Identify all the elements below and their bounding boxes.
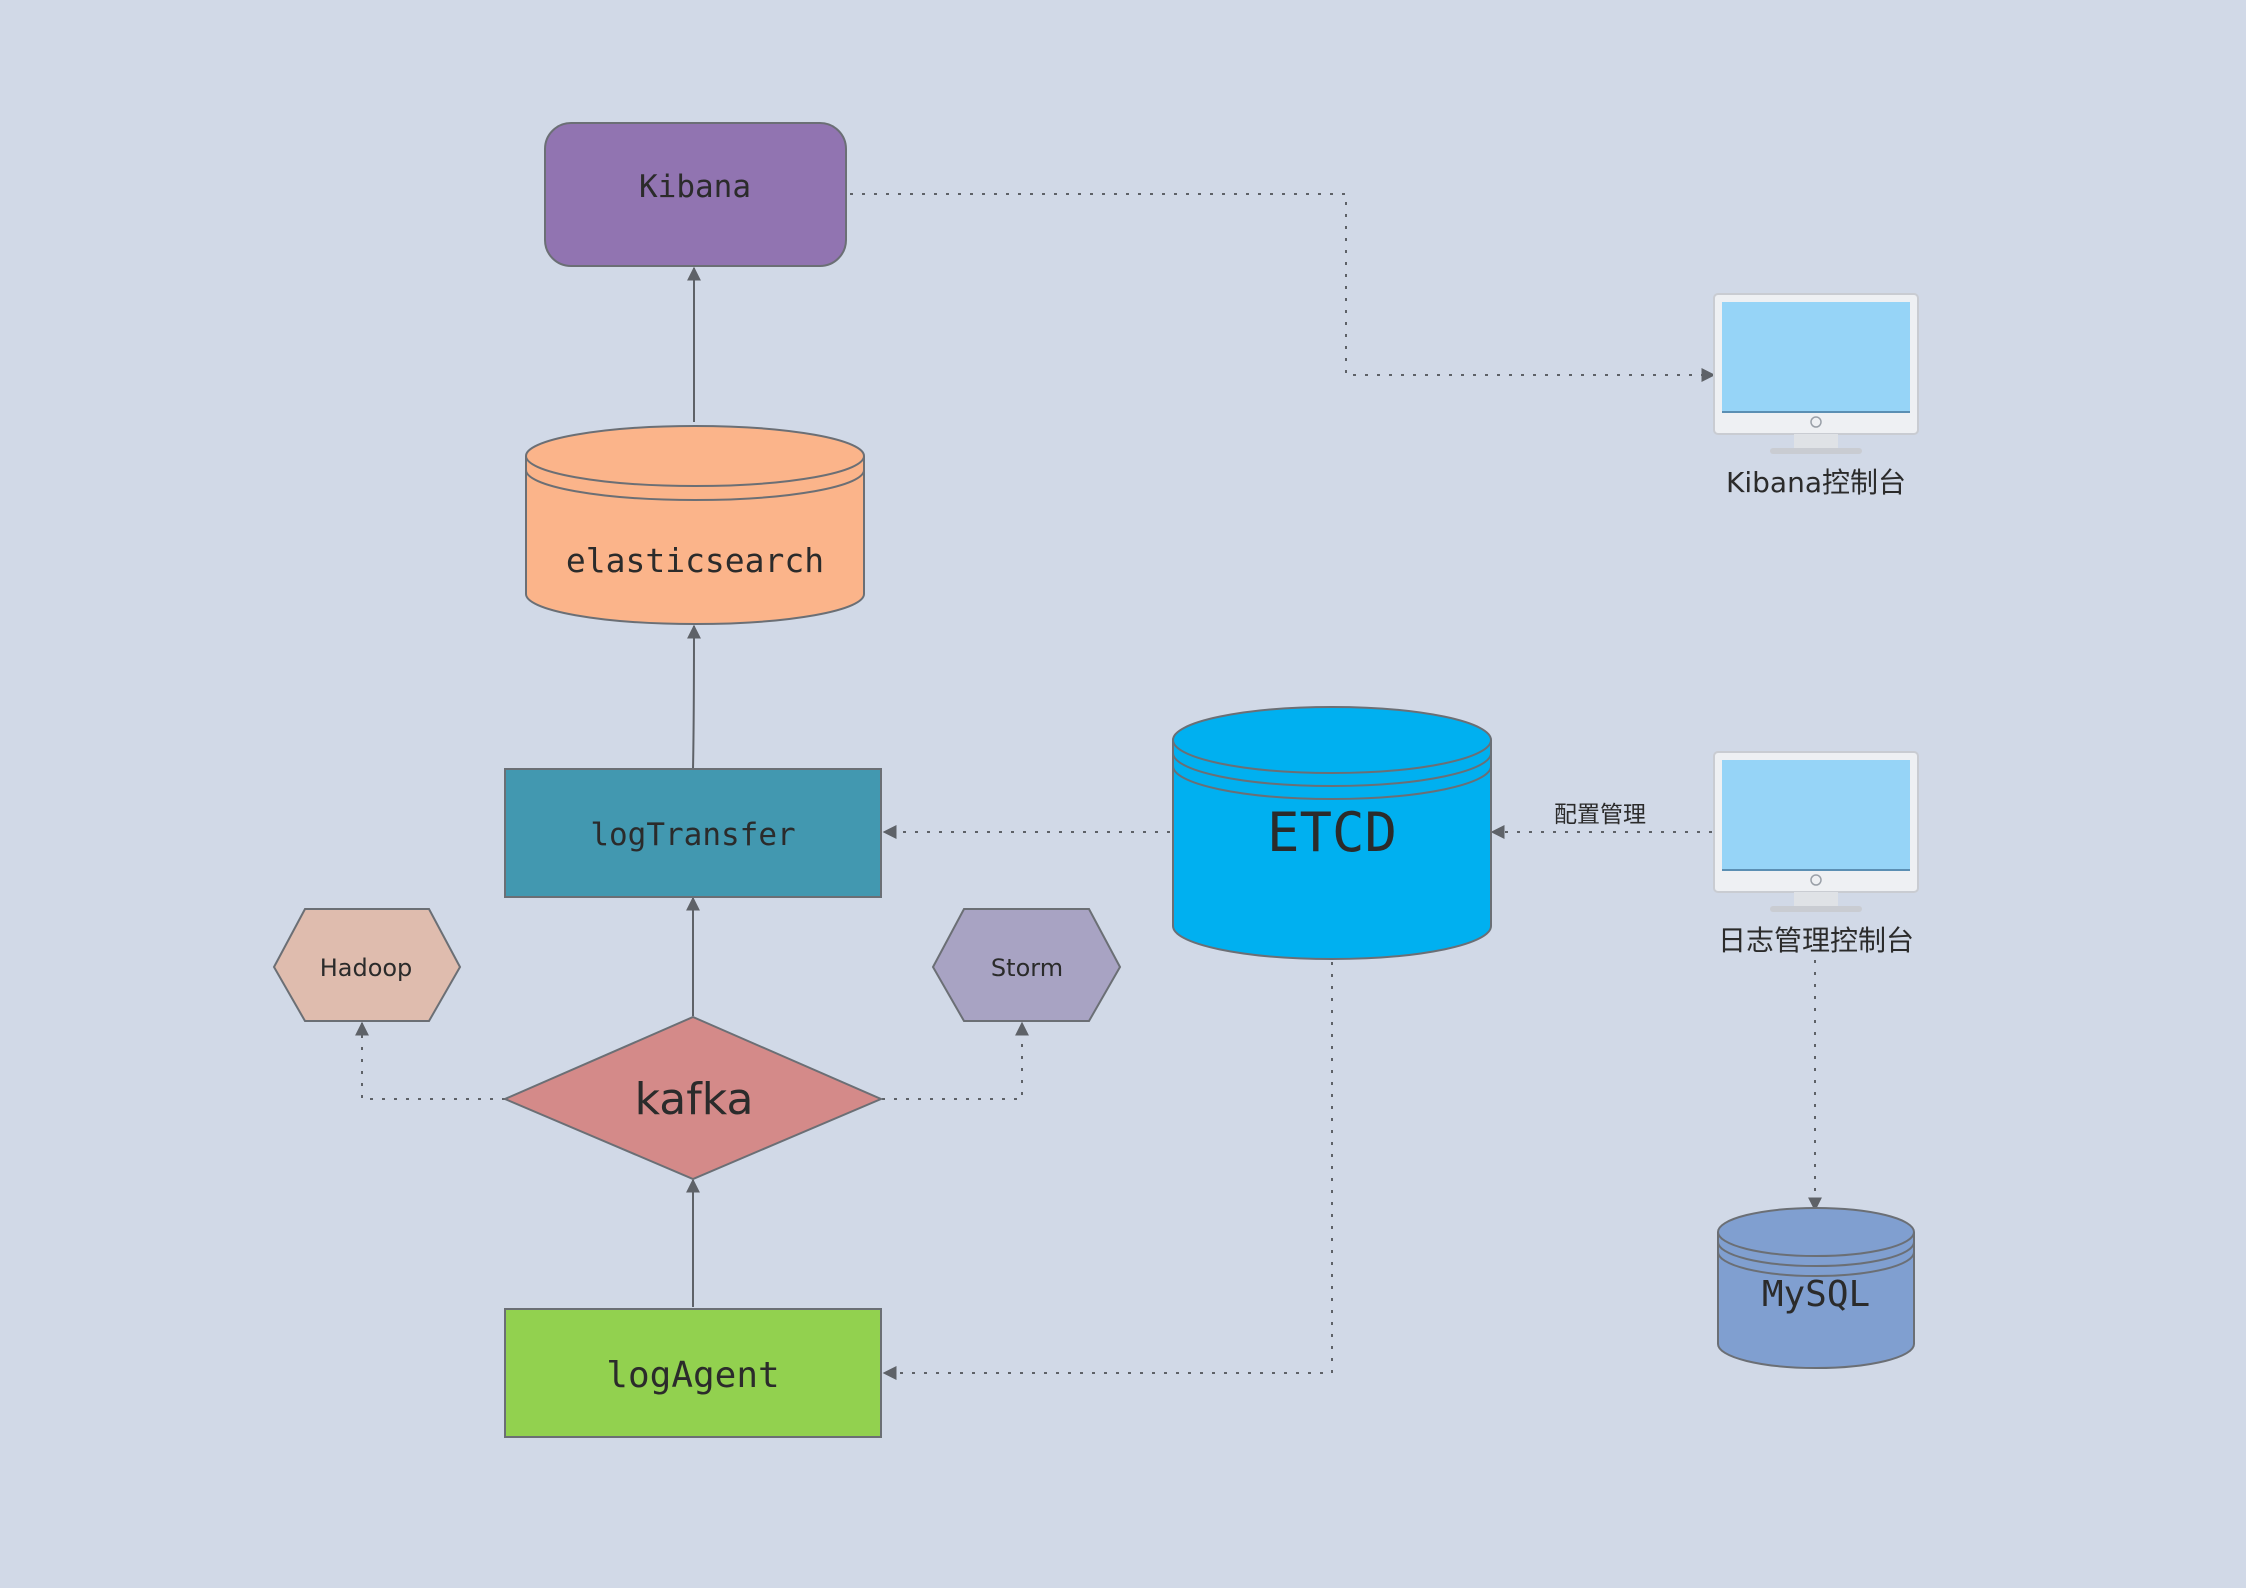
kibana-box: [544, 122, 847, 267]
elasticsearch-ring-2: [525, 469, 865, 501]
log-console-node[interactable]: 日志管理控制台: [1713, 751, 1919, 957]
monitor-neck: [1794, 434, 1838, 448]
monitor-screen: [1722, 760, 1910, 870]
edge-kafka-to-storm: [882, 1021, 1029, 1100]
kibana-node[interactable]: Kibana: [544, 122, 847, 267]
etcd-ring-1: [1172, 739, 1492, 774]
kafka-node[interactable]: kafka: [502, 1015, 884, 1181]
mysql-ring-3: [1717, 1251, 1915, 1277]
etcd-ring-3: [1172, 765, 1492, 800]
edge-kafka-to-hadoop: [355, 1021, 505, 1100]
edge-etcd-to-logagent: [882, 962, 1333, 1380]
storm-hexagon: [931, 908, 1122, 1022]
hadoop-label: Hadoop: [320, 954, 413, 982]
mysql-node[interactable]: MySQL: [1717, 1207, 1915, 1369]
mysql-label: MySQL: [1762, 1274, 1870, 1315]
etcd-label: ETCD: [1267, 801, 1397, 864]
kibana-console-node[interactable]: Kibana控制台: [1713, 293, 1919, 499]
logagent-label: logAgent: [606, 1355, 779, 1396]
mysql-cylinder: [1717, 1207, 1915, 1369]
log-console-label: 日志管理控制台: [1718, 924, 1914, 957]
mysql-ring-1: [1717, 1231, 1915, 1257]
monitor-icon: [1713, 293, 1919, 454]
logtransfer-box: [504, 768, 882, 898]
edge-kibana-to-console: [850, 193, 1716, 382]
hadoop-hexagon: [272, 908, 462, 1022]
monitor-power-dot: [1810, 416, 1822, 428]
kafka-label: kafka: [635, 1074, 754, 1125]
edge-logtransfer-to-elasticsearch: [686, 624, 701, 770]
logagent-box: [504, 1308, 882, 1438]
monitor-base: [1770, 448, 1862, 454]
etcd-cylinder: [1172, 706, 1492, 960]
monitor-power-dot: [1810, 874, 1822, 886]
logtransfer-node[interactable]: logTransfer: [504, 768, 882, 898]
monitor-base: [1770, 906, 1862, 912]
kibana-console-label: Kibana控制台: [1726, 466, 1906, 499]
etcd-ring-2: [1172, 752, 1492, 787]
kafka-diamond: [502, 1015, 884, 1181]
config-management-label: 配置管理: [1554, 802, 1646, 828]
elasticsearch-cylinder: [525, 425, 865, 625]
storm-node[interactable]: Storm: [931, 908, 1122, 1022]
edges: 配置管理: [355, 193, 1822, 1380]
mysql-ring-2: [1717, 1241, 1915, 1267]
hadoop-node[interactable]: Hadoop: [272, 908, 462, 1022]
logtransfer-label: logTransfer: [590, 817, 795, 853]
etcd-node[interactable]: ETCD: [1172, 706, 1492, 960]
elasticsearch-label: elasticsearch: [566, 541, 824, 580]
monitor-neck: [1794, 892, 1838, 906]
elasticsearch-ring-1: [525, 455, 865, 487]
kibana-label: Kibana: [639, 169, 751, 205]
elasticsearch-node[interactable]: elasticsearch: [525, 425, 865, 625]
monitor-icon: [1713, 751, 1919, 912]
monitor-screen: [1722, 302, 1910, 412]
storm-label: Storm: [991, 954, 1063, 982]
logagent-node[interactable]: logAgent: [504, 1308, 882, 1438]
